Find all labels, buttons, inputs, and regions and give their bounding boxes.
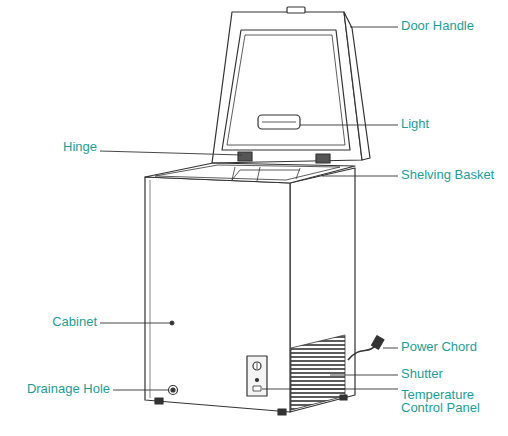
temperature-control-label: Temperature Control Panel [401, 388, 501, 414]
shelving-basket-label: Shelving Basket [401, 168, 494, 182]
door-handle-label: Door Handle [401, 19, 474, 33]
hinge-label: Hinge [63, 140, 97, 154]
shutter-label: Shutter [401, 367, 443, 381]
drainage-hole-label: Drainage Hole [27, 382, 110, 396]
cabinet-label: Cabinet [52, 315, 97, 329]
light-label: Light [401, 117, 429, 131]
power-cord-label: Power Chord [401, 340, 477, 354]
